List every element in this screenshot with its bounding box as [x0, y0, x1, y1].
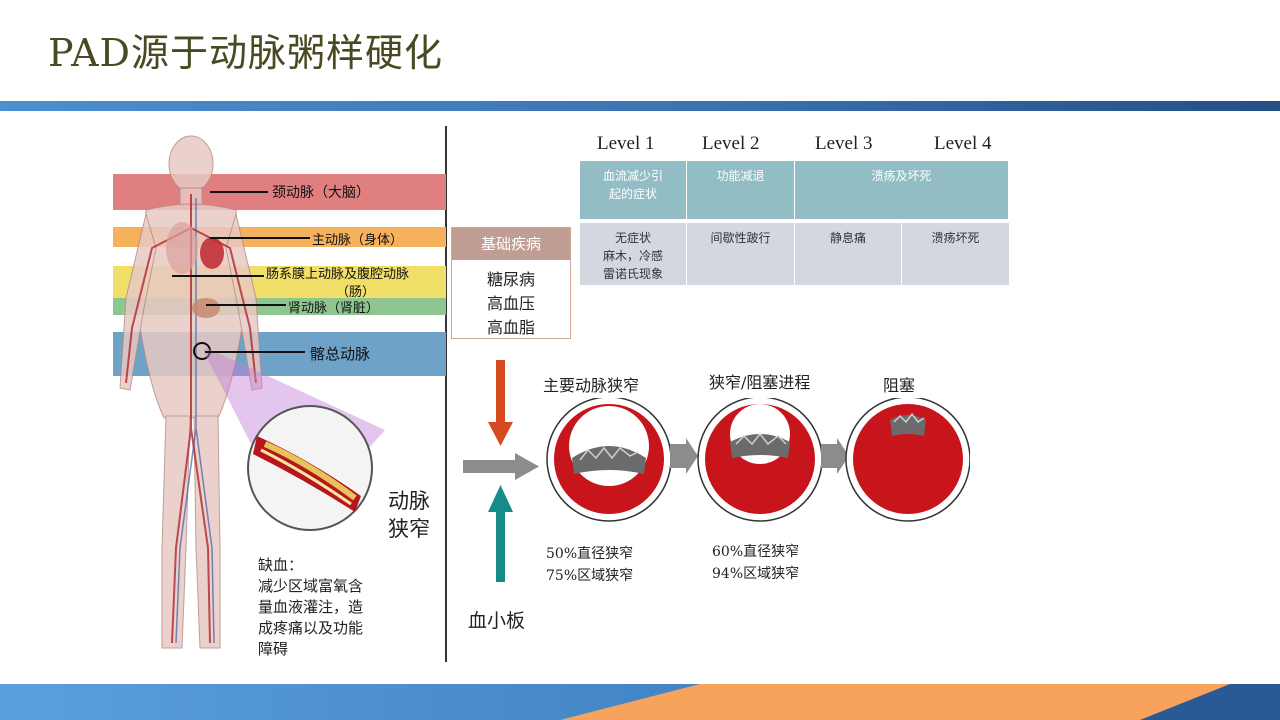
- flow-arrows: [463, 360, 539, 582]
- leader-line-mesenteric: [172, 275, 264, 277]
- artery-cross-section: [546, 398, 672, 522]
- artery-progression: [546, 398, 970, 522]
- stenosis-zoom: [203, 348, 385, 531]
- band-label-mesenteric: 肠系膜上动脉及腹腔动脉: [266, 267, 410, 282]
- stage-label: 主要动脉狭窄: [543, 376, 640, 395]
- ischemia-line: 障碍: [258, 640, 289, 658]
- ischemia-line: 缺血：: [258, 556, 304, 574]
- stat-line: 94%区域狭窄: [712, 566, 800, 582]
- table-body-text: 溃疡坏死: [931, 231, 980, 245]
- band-label-carotid: 颈动脉（大脑）: [272, 185, 370, 201]
- table-body-cell: 溃疡坏死: [902, 223, 1009, 285]
- artery-cross-section: [697, 398, 823, 522]
- level-4-label: Level 4: [934, 133, 992, 154]
- table-body-text: 麻木，冷感: [602, 249, 663, 263]
- table-body-text: 静息痛: [829, 231, 866, 245]
- table-header-text: 溃疡及坏死: [871, 169, 932, 183]
- table-body-text: 无症状: [614, 231, 651, 245]
- arrow-right-icon: [463, 453, 539, 480]
- artery-cross-section: [845, 398, 970, 522]
- stat-line: 50%直径狭窄: [546, 546, 634, 562]
- leader-line-aorta: [210, 237, 310, 239]
- level-1-label: Level 1: [597, 133, 655, 154]
- stage-stats: 60%直径狭窄 94%区域狭窄: [712, 541, 799, 585]
- ischemia-line: 量血液灌注，造: [258, 598, 364, 616]
- stat-line: 60%直径狭窄: [712, 544, 800, 560]
- table-header-cell: 功能减退: [687, 161, 795, 219]
- band-label-mesenteric-sub: （肠）: [336, 285, 376, 300]
- level-3-label: Level 3: [815, 133, 873, 154]
- title-rule: [0, 101, 1280, 111]
- table-header-text: 血流减少引: [602, 169, 663, 183]
- stage-stats: 50%直径狭窄 75%区域狭窄: [546, 543, 633, 587]
- progress-arrow-icon: [821, 438, 849, 474]
- band-label-aorta: 主动脉（身体）: [312, 233, 404, 248]
- table-header-text: 起的症状: [608, 187, 657, 201]
- table-body-cell: 无症状 麻木，冷感 雷诺氏现象: [580, 223, 687, 285]
- band-label-renal: 肾动脉（肾脏）: [288, 301, 380, 316]
- stenosis-label: 动脉 狭窄: [388, 487, 430, 543]
- table-body-text: 间歇性跛行: [710, 231, 771, 245]
- table-body-cell: 静息痛: [795, 223, 902, 285]
- basic-disease-header: 基础疾病: [452, 228, 570, 260]
- stenosis-label-line2: 狭窄: [388, 517, 430, 541]
- progress-arrow-icon: [670, 438, 698, 474]
- stenosis-label-line1: 动脉: [388, 489, 430, 513]
- ischemia-line: 减少区域富氧含: [258, 577, 364, 595]
- band-carotid: [113, 174, 446, 210]
- leader-line-renal: [206, 304, 286, 306]
- stage-label: 阻塞: [883, 376, 916, 395]
- table-header-cell: 溃疡及坏死: [795, 161, 1009, 219]
- table-header-cell: 血流减少引 起的症状: [580, 161, 687, 219]
- platelet-label: 血小板: [468, 610, 526, 632]
- page-title: PAD源于动脉粥样硬化: [48, 31, 443, 75]
- arrow-up-icon: [488, 485, 513, 582]
- leader-line-carotid: [210, 191, 268, 193]
- level-2-label: Level 2: [702, 133, 760, 154]
- ischemia-note: 缺血： 减少区域富氧含 量血液灌注，造 成疼痛以及功能 障碍: [258, 555, 363, 660]
- arrow-down-icon: [488, 360, 513, 446]
- ischemia-line: 成疼痛以及功能: [258, 619, 364, 637]
- basic-disease-item: 高血脂: [486, 318, 535, 337]
- table-body-text: 雷诺氏现象: [602, 267, 663, 281]
- table-header-text: 功能减退: [716, 169, 765, 183]
- basic-disease-item: 高血压: [486, 294, 535, 313]
- stat-line: 75%区域狭窄: [546, 568, 634, 584]
- basic-disease-item: 糖尿病: [486, 270, 535, 289]
- band-label-iliac: 髂总动脉: [310, 345, 371, 363]
- basic-disease-box: 基础疾病 糖尿病 高血压 高血脂: [451, 227, 571, 339]
- leader-line-iliac: [205, 351, 305, 353]
- stage-label: 狭窄/阻塞进程: [709, 373, 811, 392]
- section-divider: [445, 126, 447, 662]
- human-body-illustration: [119, 135, 263, 649]
- footer-band: [0, 684, 1280, 720]
- table-body-cell: 间歇性跛行: [687, 223, 795, 285]
